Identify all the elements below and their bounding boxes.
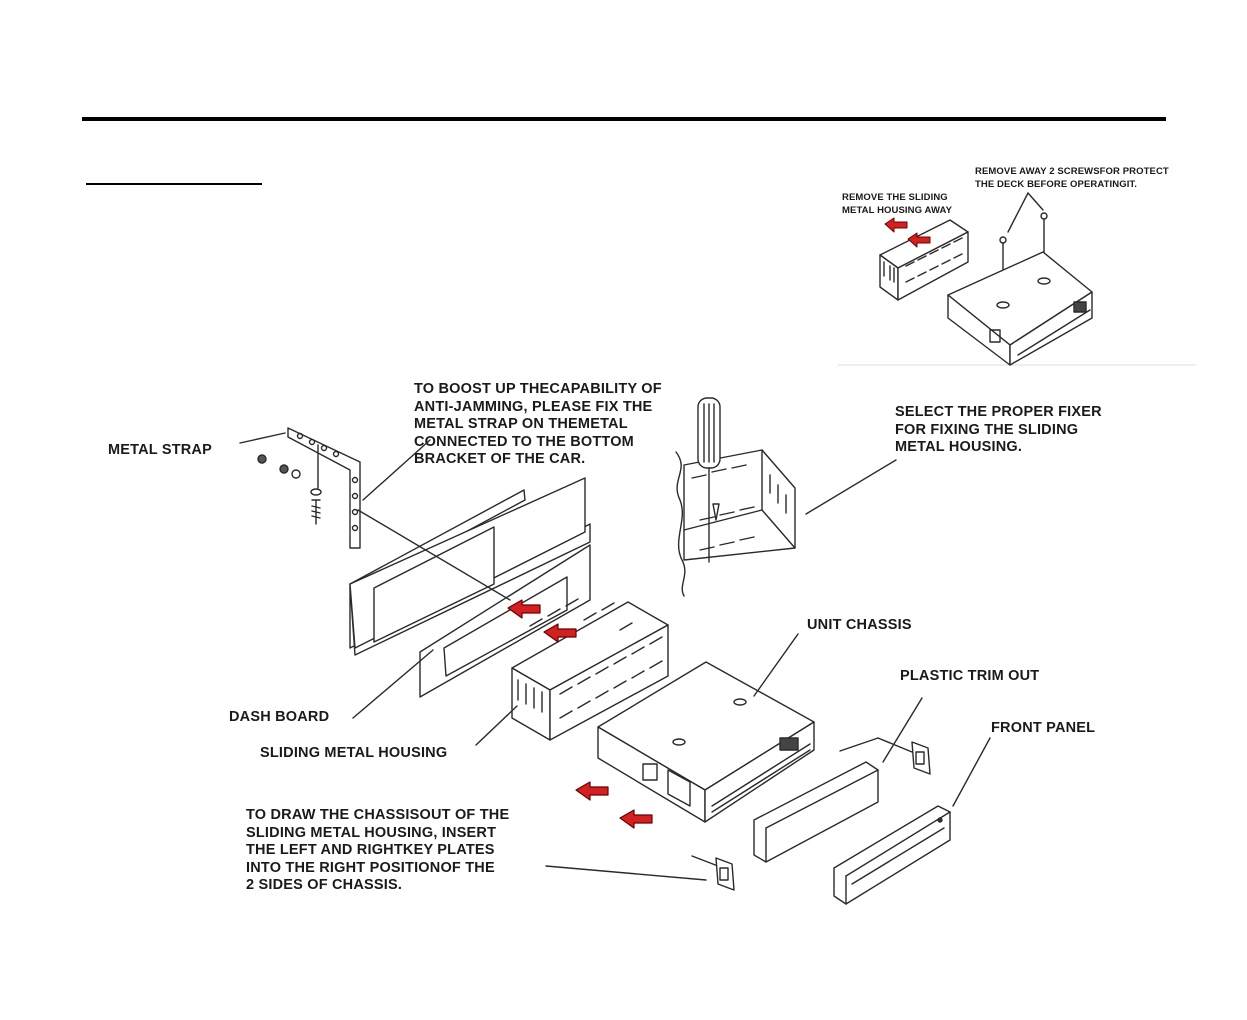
metal-strap: [239, 427, 431, 549]
front-panel: [833, 737, 991, 905]
label-metal-strap: METAL STRAP: [108, 442, 212, 458]
header-rule: [82, 117, 1166, 121]
key-plate-left: [545, 855, 735, 891]
plastic-trim: [753, 697, 923, 863]
label-plastic-trim: PLASTIC TRIM OUT: [900, 668, 1040, 684]
inset-sliding-housing: [879, 219, 969, 301]
section-heading-underline: [86, 183, 262, 185]
label-unit-chassis: UNIT CHASSIS: [807, 617, 912, 633]
sliding-metal-housing: [475, 598, 669, 746]
label-draw-chassis-note: TO DRAW THE CHASSISOUT OF THE SLIDING ME…: [246, 807, 510, 893]
red-arrow-chassis-1: [575, 781, 609, 801]
screwdriver-icon: [697, 397, 721, 563]
label-remove-housing: REMOVE THE SLIDING METAL HOUSING AWAY: [842, 192, 953, 216]
label-select-fixer: SELECT THE PROPER FIXER FOR FIXING THE S…: [895, 404, 1102, 455]
inset-arrow-1: [884, 217, 908, 233]
dash-board: [349, 477, 591, 719]
label-anti-jamming-note: TO BOOST UP THECAPABILITY OF ANTI-JAMMIN…: [414, 381, 662, 467]
fixer-detail: [675, 397, 897, 597]
unit-chassis: [597, 633, 815, 823]
label-dash-board: DASH BOARD: [229, 709, 330, 725]
inset-unit-chassis: [947, 251, 1093, 366]
label-remove-screws: REMOVE AWAY 2 SCREWSFOR PROTECT THE DECK…: [975, 166, 1169, 190]
label-sliding-metal-housing: SLIDING METAL HOUSING: [260, 745, 448, 761]
key-plate-right: [839, 737, 931, 775]
red-arrow-chassis-2: [619, 809, 653, 829]
label-front-panel: FRONT PANEL: [991, 720, 1096, 736]
inset-diagram: [837, 192, 1196, 366]
